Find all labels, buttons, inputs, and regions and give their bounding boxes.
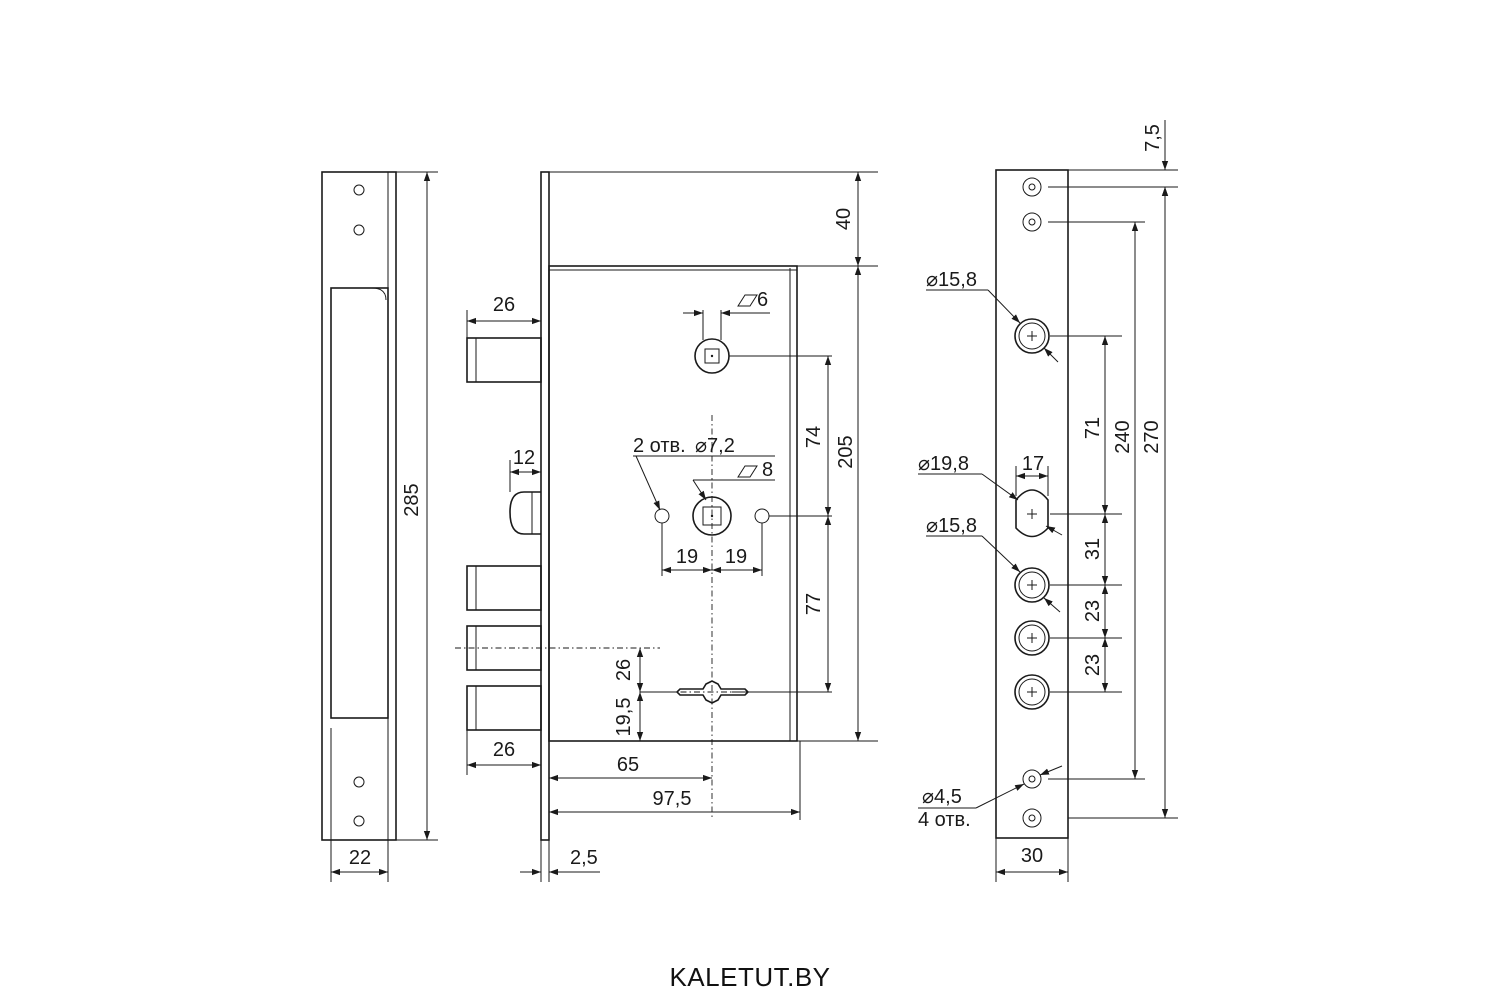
dim-body-height: 205 — [835, 435, 857, 468]
mounting-hole — [754, 508, 770, 524]
latch — [509, 491, 541, 535]
site-watermark: KALETUT.BY — [669, 962, 831, 992]
dim-spacing-23a: 23 — [1082, 600, 1104, 622]
dim-total-length: 270 — [1141, 420, 1163, 453]
dim-spacing-71: 71 — [1082, 417, 1104, 439]
label-diameter-middle: ⌀19,8 — [918, 453, 969, 475]
dim-bolt-projection-top: 26 — [493, 294, 515, 316]
mounting-hole — [654, 508, 670, 524]
dim-spacing-31: 31 — [1082, 538, 1104, 560]
bolt-upper — [466, 337, 542, 383]
dim-bolt-projection-bottom: 26 — [493, 739, 515, 761]
dim-spindle-spacing: 74 — [803, 426, 825, 448]
dim-cylinder-width: 17 — [1022, 453, 1044, 475]
key-slot — [675, 680, 750, 704]
bolt-hole-lower — [1014, 674, 1050, 710]
bolt-hole — [1014, 620, 1050, 656]
label-hole-diameter: ⌀7,2 — [695, 435, 735, 457]
strike-plate-opening — [330, 287, 389, 719]
label-holes: 2 отв. — [633, 435, 686, 457]
dim-lower-spindle: 8 — [762, 459, 773, 481]
screw-hole — [1022, 177, 1042, 197]
screw-hole — [1022, 769, 1042, 789]
faceplate-outline — [995, 169, 1069, 839]
dim-faceplate-width: 30 — [1021, 845, 1043, 867]
dim-top-margin: 7,5 — [1142, 124, 1164, 152]
lock-faceplate-edge — [540, 171, 550, 841]
bolt-lower — [466, 685, 542, 731]
strike-screw-hole — [353, 776, 365, 788]
lock-body-view: 40 205 74 77 26 12 26 6 2 отв. ⌀7,2 — [455, 171, 878, 882]
screw-hole — [1022, 808, 1042, 828]
screw-hole — [1022, 212, 1042, 232]
strike-screw-hole — [353, 184, 365, 196]
dim-spacing-23b: 23 — [1082, 654, 1104, 676]
dim-bolt-to-key: 26 — [613, 659, 635, 681]
dim-spindle-to-key: 77 — [803, 593, 825, 615]
faceplate-view: 7,5 270 240 71 31 23 23 ⌀15,8 ⌀19,8 17 — [918, 120, 1178, 882]
dim-key-to-bottom: 19,5 — [613, 698, 635, 737]
dim-backset: 65 — [617, 754, 639, 776]
label-diameter-lower: ⌀15,8 — [926, 515, 977, 537]
dim-hole-spacing-left: 19 — [676, 546, 698, 568]
dim-top-offset: 40 — [833, 208, 855, 230]
bolt-hole — [1014, 567, 1050, 603]
label-screw-diameter: ⌀4,5 — [922, 786, 962, 808]
dim-strike-width: 22 — [349, 847, 371, 869]
dim-hole-spacing-right: 19 — [725, 546, 747, 568]
bolt-hole-upper — [1014, 318, 1050, 354]
strike-screw-hole — [353, 224, 365, 236]
main-spindle-hole — [692, 496, 732, 536]
strike-screw-hole — [353, 815, 365, 827]
strike-plate-view: 285 22 — [321, 171, 438, 882]
dim-latch-width: 12 — [513, 447, 535, 469]
dim-faceplate-thickness: 2,5 — [570, 847, 598, 869]
strike-plate-outline — [321, 171, 397, 841]
dim-upper-spindle: 6 — [757, 289, 768, 311]
dim-body-depth: 97,5 — [653, 788, 692, 810]
dim-strike-height: 285 — [401, 483, 423, 516]
label-screw-count: 4 отв. — [918, 809, 971, 831]
bolt — [466, 565, 542, 611]
dim-hole-span: 240 — [1112, 420, 1134, 453]
label-diameter-upper: ⌀15,8 — [926, 269, 977, 291]
lock-case — [548, 265, 798, 742]
